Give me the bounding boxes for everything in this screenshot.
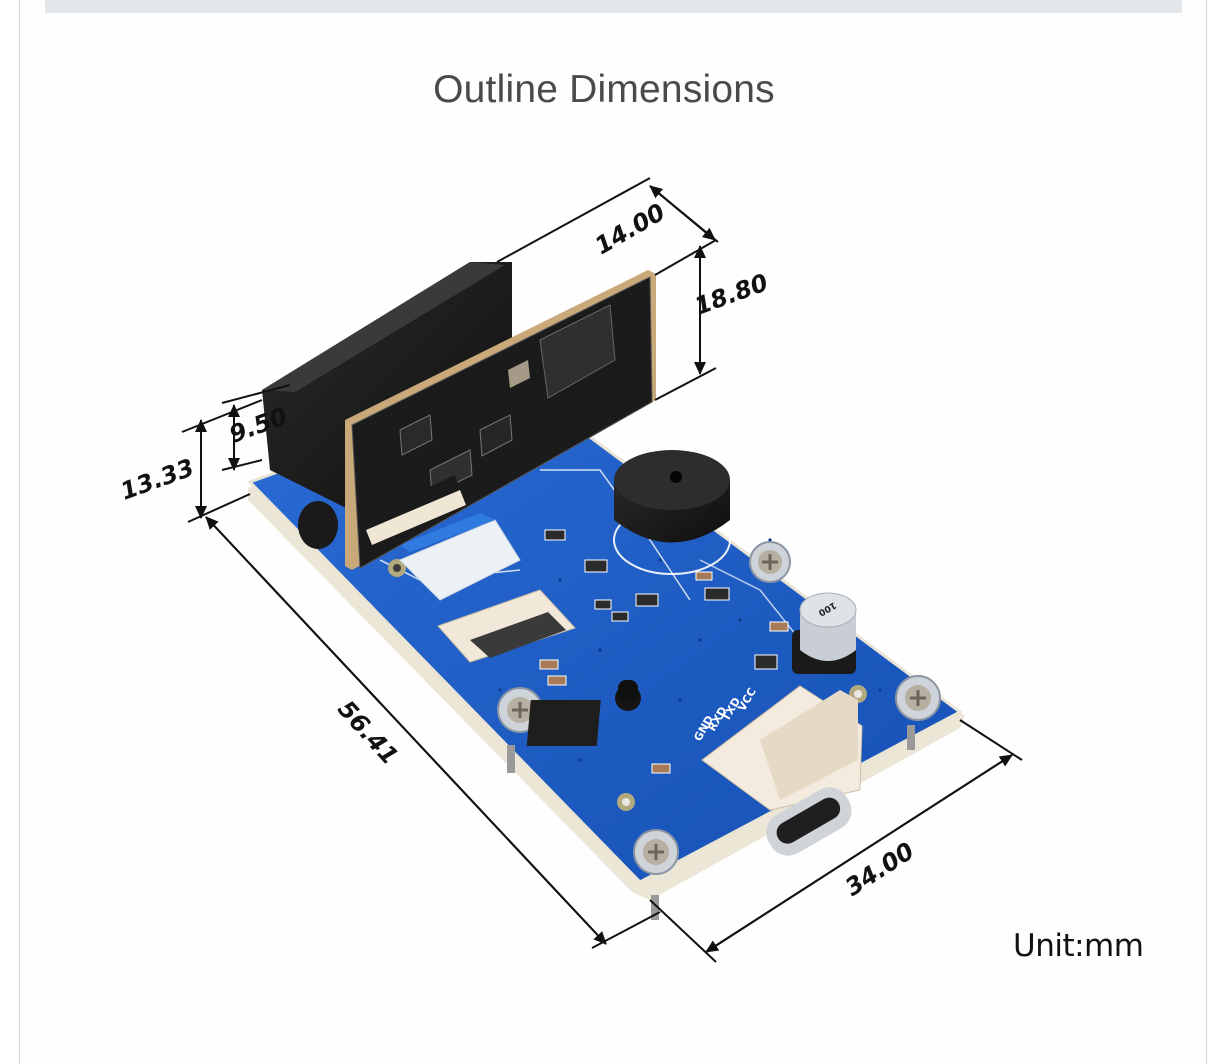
electrolytic-capacitor: 100	[792, 592, 857, 674]
ribbon-cable	[399, 513, 521, 601]
top-banner-bar	[45, 0, 1182, 13]
usb-c-port	[766, 787, 852, 856]
dimension-lines	[181, 177, 1023, 963]
dimension-module-height: 18.80	[691, 268, 772, 320]
buzzer	[613, 450, 731, 575]
unit-label: Unit:mm	[1013, 928, 1144, 964]
dimension-board-length: 56.41	[332, 695, 404, 770]
uart-connector	[701, 685, 863, 811]
fpc-connector	[437, 589, 576, 663]
smd-components	[539, 529, 789, 774]
dimension-board-width: 34.00	[840, 837, 919, 902]
screw-icon	[749, 541, 791, 583]
screw-icon	[895, 675, 941, 721]
scanner-module	[262, 262, 656, 570]
dimension-module-depth: 14.00	[590, 198, 670, 260]
tactile-button	[526, 680, 641, 746]
screw-icon	[633, 829, 679, 875]
section-title: Outline Dimensions	[433, 68, 775, 111]
dimension-total-height: 13.33	[117, 453, 198, 505]
